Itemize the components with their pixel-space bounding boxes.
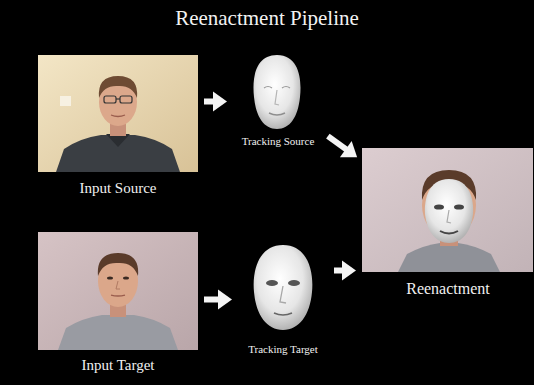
source-photo [38,55,198,172]
flow-arrow [334,261,356,281]
image-panel: Input Source [38,55,198,197]
target-face-mask [254,245,313,330]
arrow-shaft [204,99,214,105]
panel-caption: Reenactment [406,280,490,298]
image-panel: Tracking Source [233,52,323,148]
arrow-shaft [328,136,347,150]
panel-caption: Input Target [82,357,155,374]
flow-arrow [204,290,232,310]
image-panel: Tracking Target [238,243,328,356]
panel-caption: Tracking Target [248,343,318,356]
source-face-mask [253,55,300,129]
panel-caption: Input Source [79,180,156,197]
flow-arrow [328,136,357,157]
arrow-shaft [204,297,219,303]
image-panel: Reenactment [362,148,534,298]
arrow-head [340,141,357,157]
arrow-head [342,261,356,281]
panel-caption: Tracking Source [242,135,315,148]
arrow-head [213,92,227,112]
target-photo [38,232,198,350]
reenactment-photo [362,148,533,272]
diagram-title: Reenactment Pipeline [0,6,534,31]
image-panel: Input Target [38,232,198,374]
flow-arrow [204,92,227,112]
arrow-shaft [334,268,343,274]
arrow-head [218,290,232,310]
